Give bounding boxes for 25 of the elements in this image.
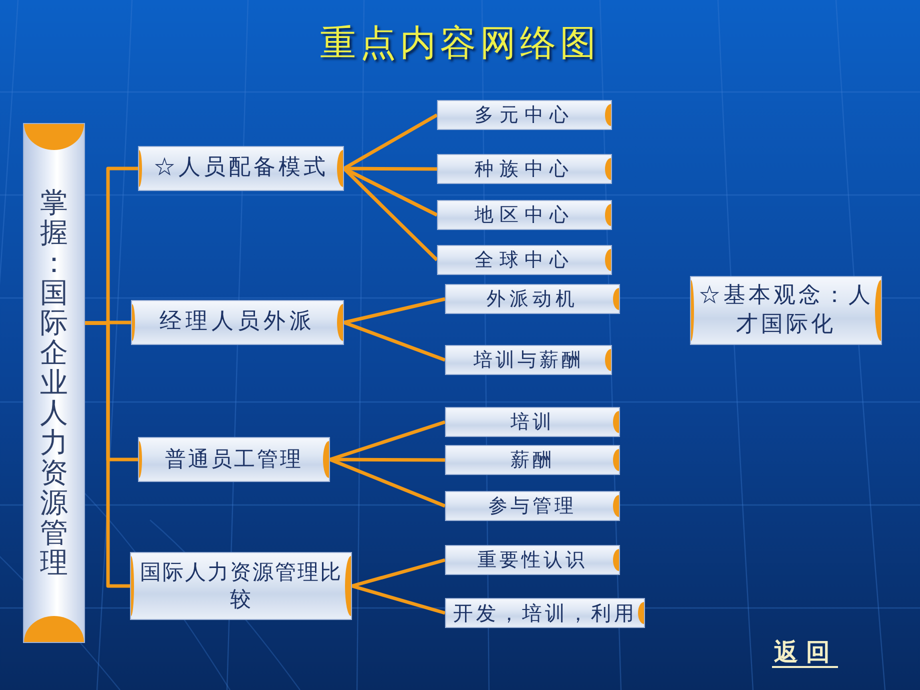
category-box: 普通员工管理 [138, 437, 330, 482]
item-box: 培训 [445, 407, 620, 437]
item-box: 重要性认识 [445, 545, 620, 575]
connector-line [352, 558, 446, 588]
connector-line [344, 297, 446, 324]
category-box: ☆人员配备模式 [138, 146, 344, 191]
item-box: 外派动机 [445, 284, 620, 314]
vertical-topic-bar: 掌握：国际企业人力资源管理 [23, 123, 85, 643]
category-box: 国际人力资源管理比较 [130, 552, 352, 620]
connector-line [85, 321, 130, 588]
item-box: 开发，培训，利用 [445, 598, 645, 628]
connector-line [343, 320, 446, 362]
item-box: 薪酬 [445, 445, 620, 475]
item-box: 地区中心 [437, 200, 612, 230]
concept-box: ☆基本观念：人才国际化 [690, 276, 882, 345]
item-box: 参与管理 [445, 491, 620, 521]
item-box: 培训与薪酬 [445, 345, 612, 375]
connector-line [352, 584, 446, 615]
item-box: 多元中心 [437, 100, 612, 130]
slide-title: 重点内容网络图 [320, 23, 600, 64]
category-box: 经理人员外派 [131, 300, 344, 345]
back-link: 返回 [772, 638, 838, 668]
item-box: 全球中心 [437, 245, 612, 275]
item-box: 种族中心 [437, 154, 612, 184]
connector-line [330, 458, 445, 462]
